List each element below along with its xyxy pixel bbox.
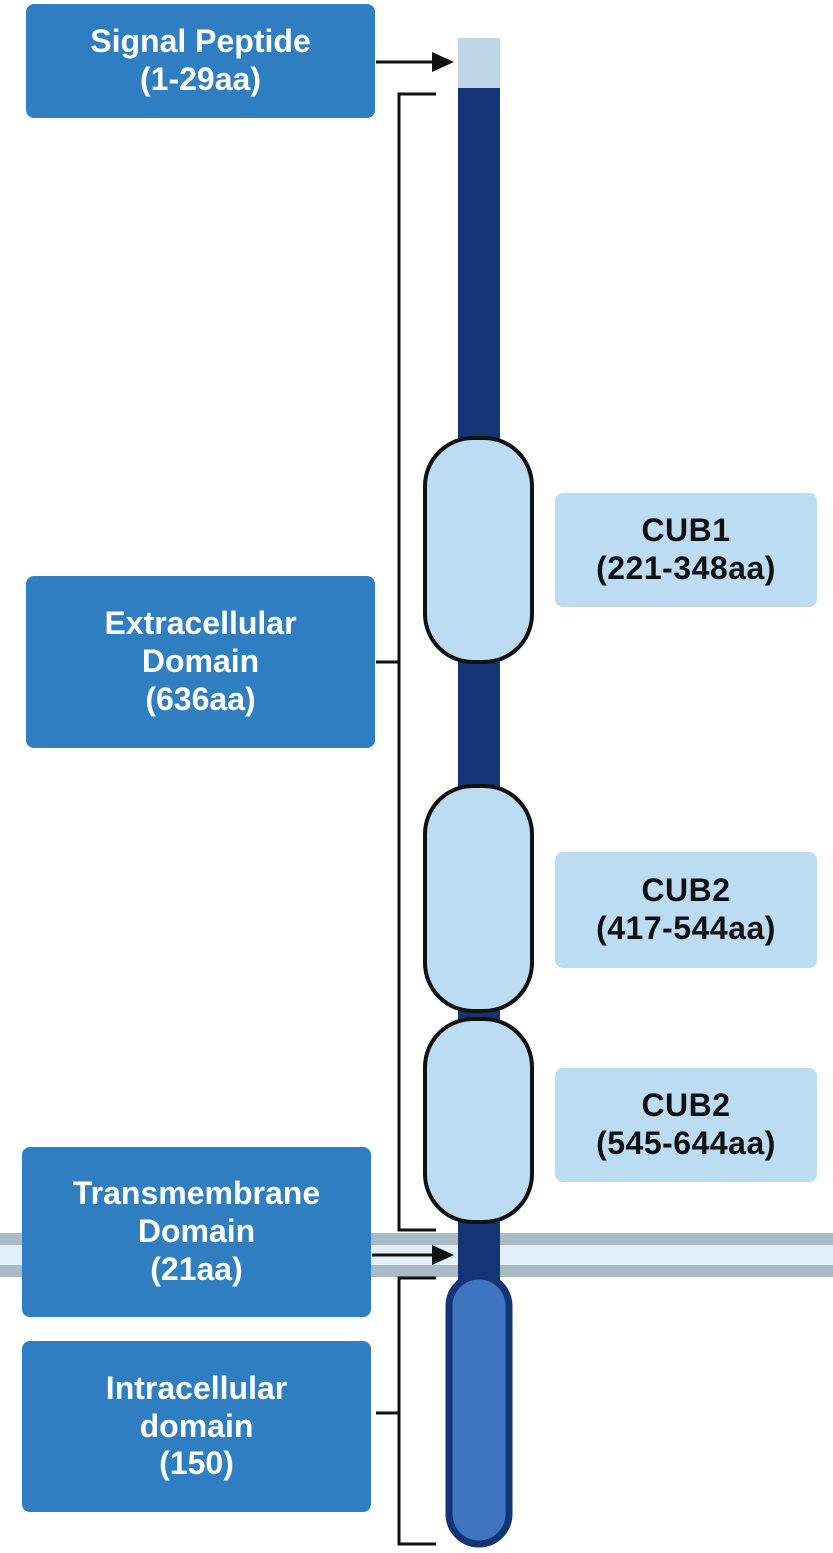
intracellular-domain-shape <box>445 1272 513 1548</box>
cub2-label-2: CUB2 (545-644aa) <box>555 1068 817 1182</box>
signal-peptide-label-line2: (1-29aa) <box>140 61 261 97</box>
intracellular-bracket <box>376 1276 436 1546</box>
intracellular-label-line3: (150) <box>159 1445 234 1482</box>
cub2-label-2-line2: (545-644aa) <box>596 1125 776 1161</box>
cub2-label-1-line1: CUB2 <box>641 872 731 909</box>
extracellular-label-line1: Extracellular <box>104 605 297 642</box>
cub1-label: CUB1 (221-348aa) <box>555 493 817 607</box>
signal-peptide-label-line1: Signal Peptide <box>90 23 311 60</box>
extracellular-bracket <box>376 92 436 1232</box>
cub2-domain-shape-1 <box>423 784 534 1013</box>
cub1-label-line2: (221-348aa) <box>596 550 776 586</box>
extracellular-domain-label: Extracellular Domain (636aa) <box>26 576 375 748</box>
transmembrane-label-line3: (21aa) <box>150 1250 243 1287</box>
extracellular-label-line3: (636aa) <box>145 680 256 717</box>
cub2-label-2-line1: CUB2 <box>641 1087 731 1124</box>
transmembrane-arrow <box>372 1245 454 1265</box>
intracellular-domain-label: Intracellular domain (150) <box>22 1341 371 1512</box>
transmembrane-domain-label: Transmembrane Domain (21aa) <box>22 1147 371 1317</box>
cub2-domain-shape-2 <box>423 1017 534 1224</box>
cub1-label-line1: CUB1 <box>641 512 731 549</box>
signal-peptide-arrow <box>376 52 454 72</box>
transmembrane-label-line1: Transmembrane <box>72 1175 321 1212</box>
intracellular-label-line1: Intracellular <box>105 1369 288 1406</box>
cub1-domain-shape <box>423 436 534 664</box>
cub2-label-1: CUB2 (417-544aa) <box>555 852 817 968</box>
intracellular-label-line2: domain <box>139 1407 254 1444</box>
signal-peptide-segment <box>458 38 500 88</box>
cub2-label-1-line2: (417-544aa) <box>596 910 776 946</box>
extracellular-label-line2: Domain <box>141 643 260 680</box>
signal-peptide-label: Signal Peptide (1-29aa) <box>26 4 375 118</box>
transmembrane-label-line2: Domain <box>137 1213 256 1250</box>
